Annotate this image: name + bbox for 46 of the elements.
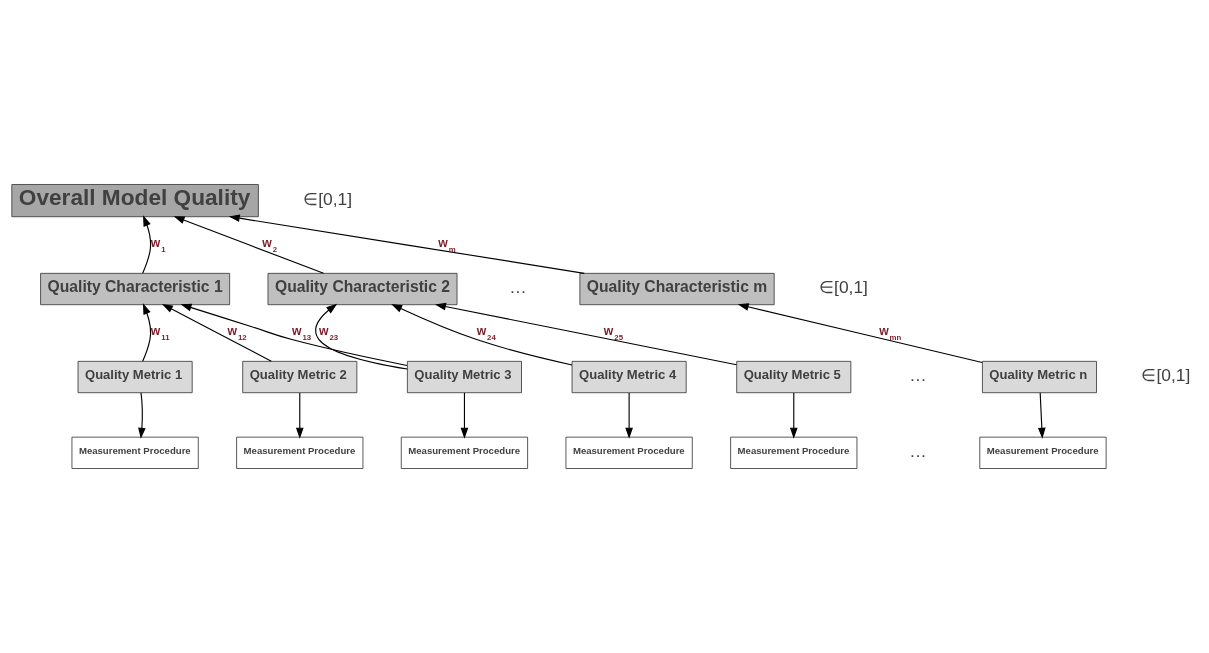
node-box: Measurement Procedure (236, 436, 364, 469)
edge-label: w$_{m}$ (438, 236, 456, 254)
arrow (315, 303, 408, 370)
node-box: Quality Metric n (981, 360, 1097, 394)
arrow (142, 303, 152, 362)
label: … (909, 365, 927, 386)
node-box: Measurement Procedure (730, 436, 858, 469)
node-box: Quality Metric 4 (571, 360, 687, 394)
node-box: Measurement Procedure (979, 436, 1107, 469)
node-box: Quality Metric 5 (736, 360, 852, 394)
node-box: Quality Metric 1 (77, 360, 193, 394)
arrow (434, 302, 737, 366)
arrow (1037, 392, 1046, 439)
node-box: Measurement Procedure (71, 436, 199, 469)
label: … (509, 277, 527, 298)
arrow (391, 304, 573, 366)
arrow (142, 215, 152, 274)
label: ∈[0,1] (819, 277, 868, 298)
arrow (625, 392, 633, 439)
edge-label: w$_{13}$ (291, 324, 312, 342)
node-box: Quality Characteristic 1 (40, 272, 231, 306)
label: … (909, 441, 927, 462)
edge-label: w$_{24}$ (476, 324, 496, 342)
node-box: Measurement Procedure (400, 436, 529, 469)
arrow (228, 214, 585, 274)
label: ∈[0,1] (1141, 365, 1191, 386)
arrow (460, 392, 469, 439)
edge-label: w$_{25}$ (603, 324, 624, 342)
node-box: Overall Model Quality (11, 184, 259, 218)
arrow (180, 303, 408, 367)
edge-label: w$_{12}$ (227, 324, 247, 342)
arrow (173, 216, 325, 274)
node-box: Quality Metric 3 (406, 360, 522, 394)
arrow (789, 392, 798, 439)
arrow (161, 303, 272, 362)
label: ∈[0,1] (303, 188, 353, 209)
edge-label: w$_{2}$ (262, 236, 278, 254)
arrow (737, 303, 983, 364)
arrow (295, 392, 304, 439)
node-box: Quality Characteristic 2 (267, 272, 458, 306)
arrow (138, 392, 146, 439)
node-box: Quality Metric 2 (242, 360, 358, 394)
edge-label: w$_{23}$ (318, 324, 339, 342)
node-box: Quality Characteristic m (579, 272, 775, 306)
edge-label: w$_{mn}$ (879, 324, 902, 342)
node-box: Measurement Procedure (565, 436, 693, 469)
